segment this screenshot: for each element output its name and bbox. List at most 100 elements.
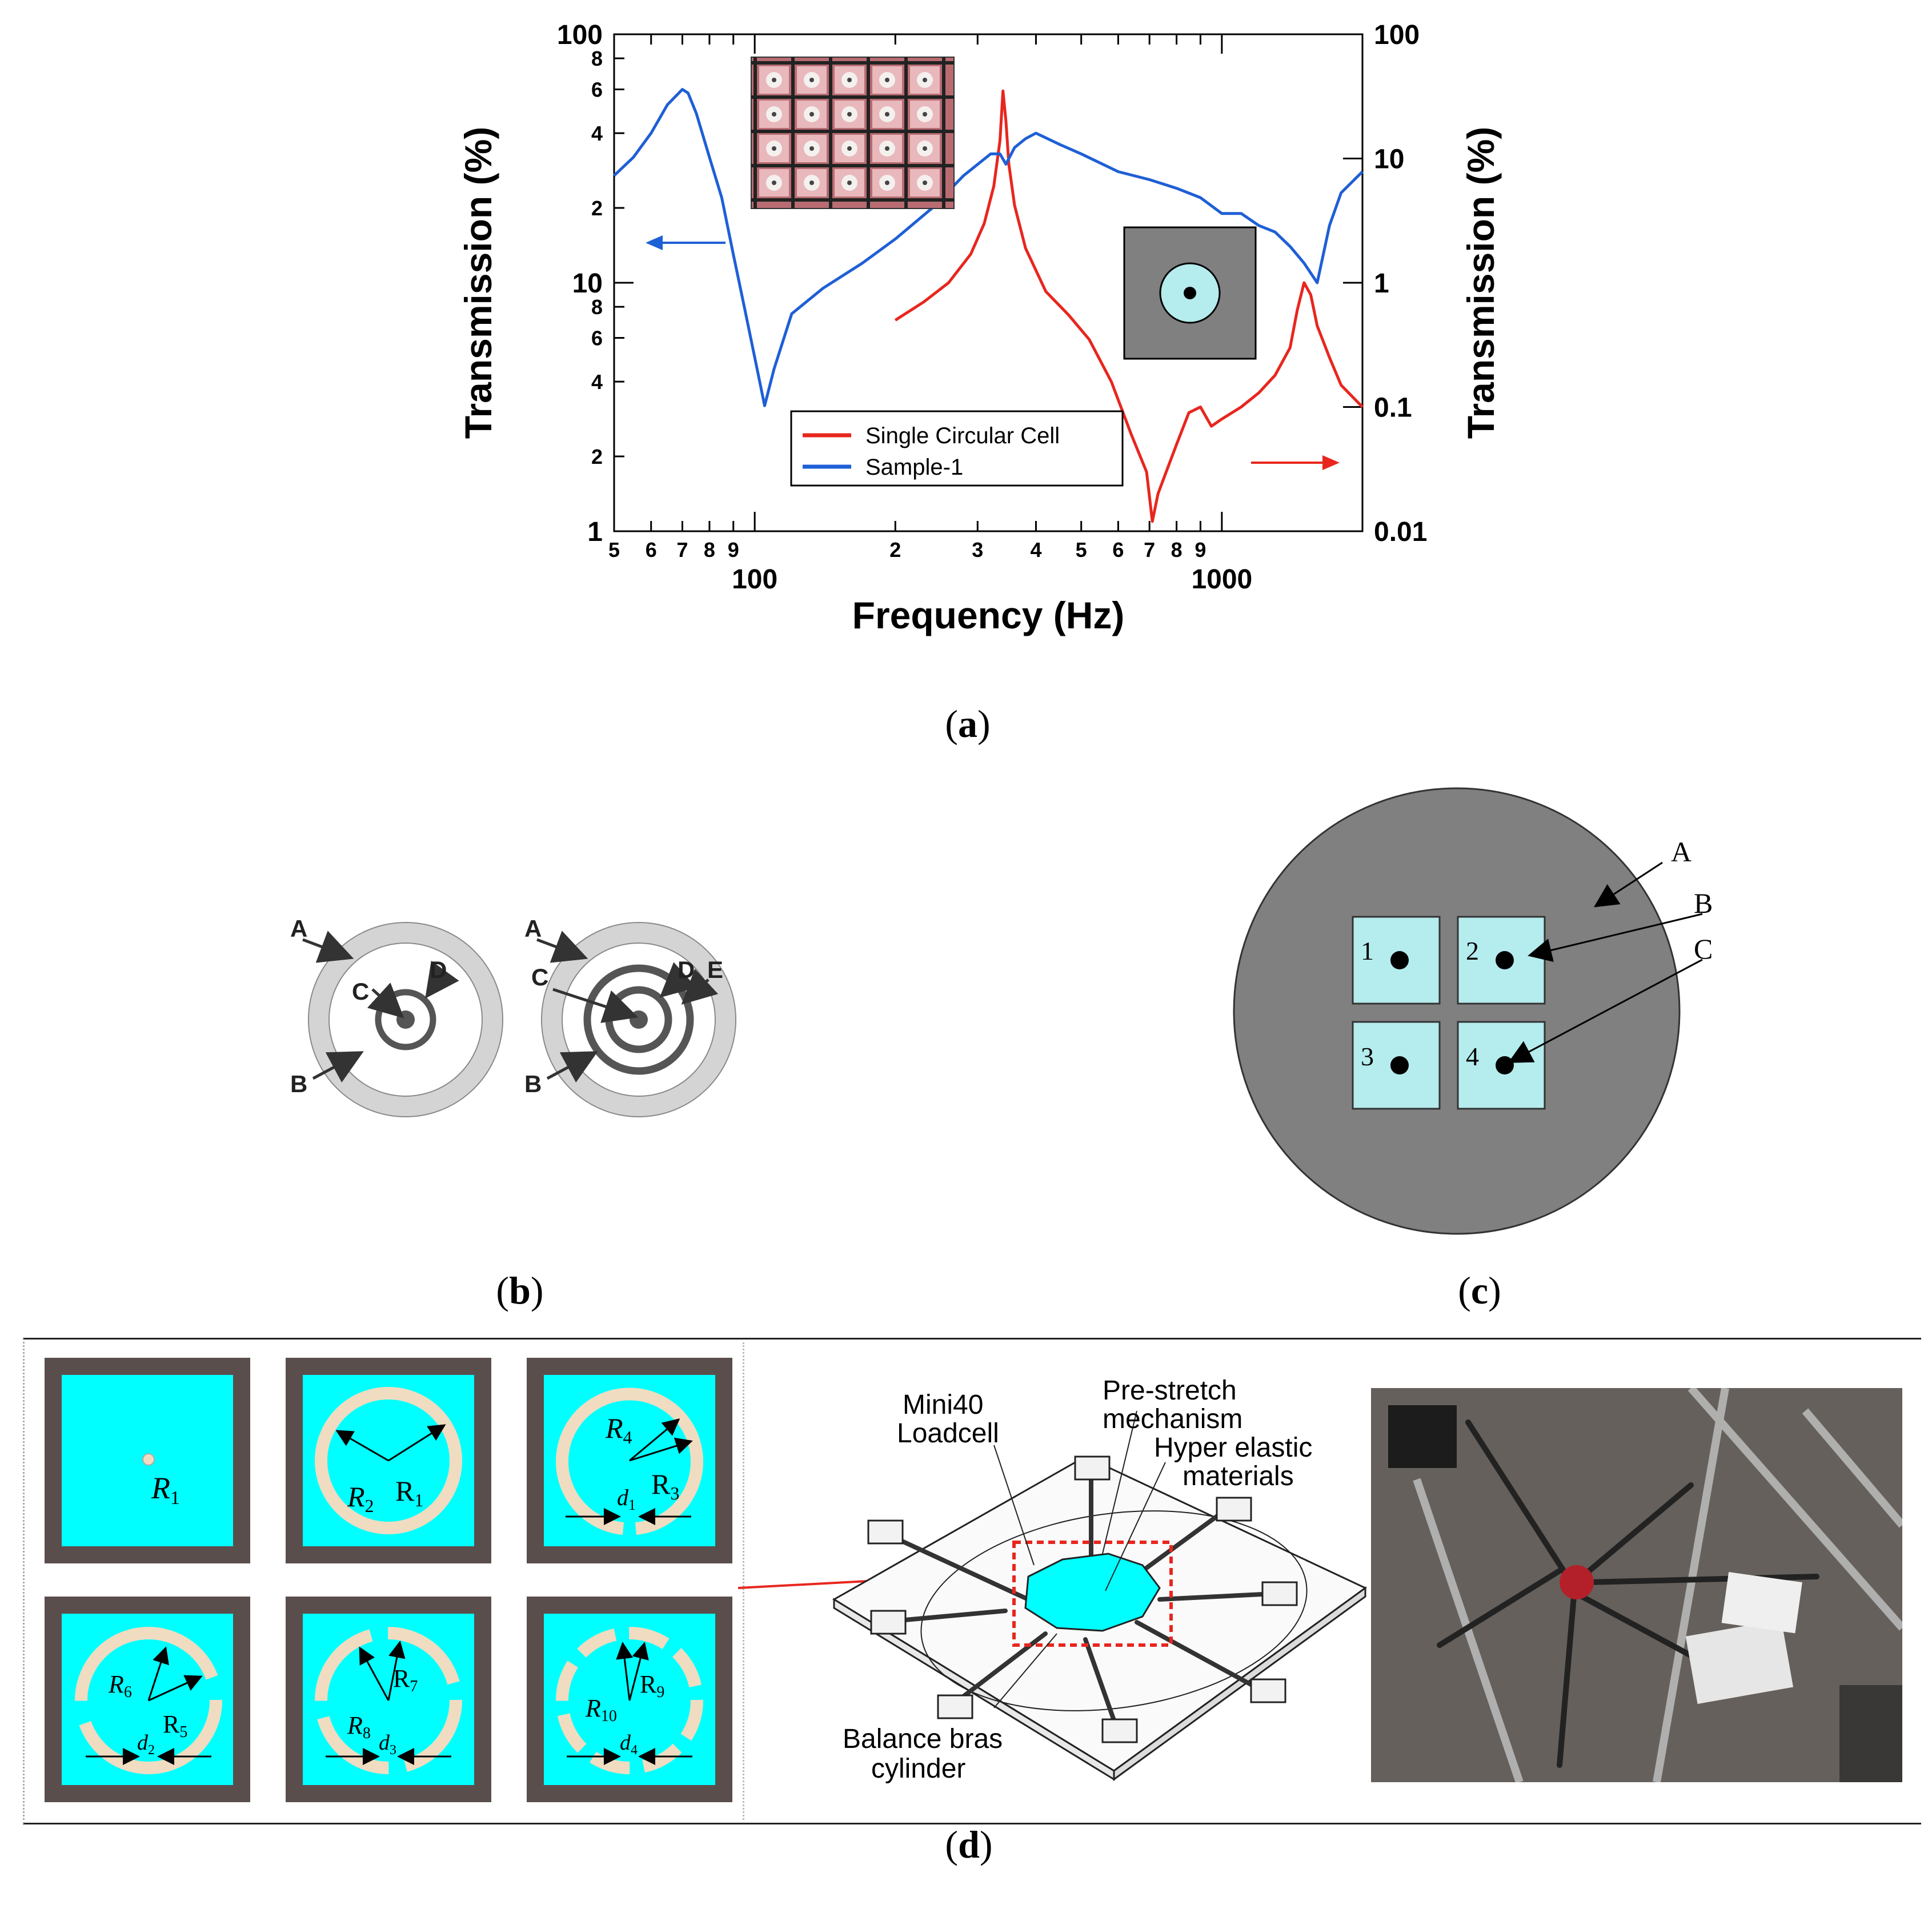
- data-point: [1362, 171, 1363, 172]
- left-minor-tick-label: 2: [591, 445, 603, 468]
- data-point: [1025, 138, 1026, 139]
- label-prestretch: Pre-stretch: [1103, 1375, 1237, 1406]
- left-minor-tick-label: 8: [591, 295, 603, 319]
- left-major-tick-label: 100: [557, 20, 603, 50]
- inset-photo-dot: [885, 181, 889, 185]
- unit-cell-r1: R1: [45, 1358, 250, 1563]
- right-major-tick-label: 1: [1374, 268, 1389, 299]
- ring1-label-b: B: [290, 1070, 307, 1097]
- inset-photo-dot: [923, 78, 927, 82]
- cell-3: 3: [1352, 1021, 1441, 1110]
- ring2-label-d: D: [678, 956, 695, 983]
- data-point: [1131, 434, 1132, 435]
- inset-photo-dot: [885, 78, 889, 82]
- x-axis-title: Frequency (Hz): [852, 594, 1125, 636]
- unit-cell-split-ring-2: R6 R5 d2: [45, 1597, 250, 1802]
- inset-photo-dot: [772, 78, 776, 82]
- ring1-label-d: D: [430, 956, 447, 983]
- host-plate: [1233, 787, 1681, 1235]
- svg-text:R1: R1: [151, 1471, 180, 1509]
- apparatus-drawing: Mini40 Loadcell Pre-stretch mechanism Hy…: [832, 1375, 1367, 1784]
- x-minor-tick-label: 8: [704, 538, 715, 562]
- inset-photo-dot: [809, 112, 814, 117]
- ring2-label-e: E: [707, 956, 723, 983]
- inset-photo-dot: [809, 146, 814, 151]
- unit-cell-split-ring-8: R10 R9 d4: [527, 1597, 732, 1802]
- inset-photo-dot: [923, 146, 927, 151]
- plate-label-c: C: [1694, 933, 1713, 965]
- x-minor-tick-label: 9: [1195, 538, 1206, 562]
- svg-text:d3: d3: [379, 1731, 396, 1758]
- panel-d-label: (d): [945, 1823, 993, 1866]
- x-minor-tick-label: 6: [1112, 538, 1124, 562]
- svg-text:R4: R4: [605, 1412, 632, 1447]
- x-minor-tick-label: 7: [1144, 538, 1155, 562]
- ring2-label-a: A: [524, 915, 542, 942]
- data-point: [1005, 121, 1007, 122]
- panel-c-label: (c): [1458, 1269, 1501, 1312]
- plate-label-b: B: [1694, 887, 1713, 919]
- data-point: [1329, 357, 1330, 358]
- left-axis-arrowhead: [646, 235, 663, 250]
- legend-box: [790, 410, 1124, 487]
- data-point: [1152, 521, 1153, 522]
- left-major-tick-label: 1: [587, 517, 603, 547]
- label-balance-bras: Balance bras: [843, 1724, 1003, 1754]
- actuator-blocks: [867, 1455, 1298, 1743]
- x-minor-tick-label: 6: [646, 538, 657, 562]
- ring2-label-b: B: [524, 1070, 542, 1097]
- svg-text:R9: R9: [640, 1670, 664, 1701]
- data-point: [773, 368, 775, 370]
- cell-2: 2: [1457, 916, 1546, 1005]
- cell-4: 4: [1457, 1021, 1546, 1110]
- svg-text:d4: d4: [620, 1731, 638, 1758]
- ring-resonator-single: A B C D: [290, 915, 503, 1117]
- data-point: [1221, 213, 1222, 214]
- svg-text:d1: d1: [617, 1485, 636, 1513]
- hyperelastic-sample: [1024, 1553, 1161, 1632]
- inset-photo-dot: [847, 146, 852, 151]
- left-minor-tick-label: 6: [591, 78, 603, 102]
- svg-text:R2: R2: [347, 1481, 374, 1516]
- inset-photo-dot: [923, 112, 927, 117]
- panel-b-label: (b): [496, 1269, 544, 1312]
- left-minor-tick-label: 6: [591, 327, 603, 350]
- panel-d-frame: [23, 1338, 1921, 1824]
- legend-label: Single Circular Cell: [865, 423, 1060, 448]
- apparatus-photo: [1371, 1388, 1902, 1782]
- cell-1: 1: [1352, 916, 1441, 1005]
- data-point: [633, 157, 634, 158]
- data-point: [1176, 188, 1177, 189]
- right-major-tick-label: 0.1: [1374, 393, 1412, 423]
- svg-text:R3: R3: [651, 1468, 679, 1503]
- data-point: [1258, 225, 1260, 226]
- left-minor-tick-label: 8: [591, 47, 603, 70]
- data-point: [1329, 225, 1330, 226]
- data-point: [682, 89, 683, 90]
- panel-d-divider: [743, 1342, 744, 1820]
- svg-text:R10: R10: [585, 1694, 617, 1725]
- right-major-tick-label: 10: [1374, 145, 1404, 175]
- data-point: [1211, 426, 1212, 427]
- panel-b-diagram: A B C D A B C D E: [290, 915, 736, 1117]
- legend-label: Sample-1: [865, 455, 963, 480]
- panel-a-label: (a): [945, 702, 991, 745]
- svg-text:R7: R7: [393, 1665, 418, 1695]
- inset-unit-cell-mass: [1184, 287, 1196, 299]
- svg-text:R8: R8: [347, 1711, 371, 1742]
- unit-cell-split-ring-4: R8 R7 d3: [286, 1597, 491, 1802]
- inset-photo-dot: [847, 78, 852, 82]
- plate-label-a: A: [1671, 836, 1691, 868]
- inset-photo-dot: [772, 181, 776, 185]
- inset-photo-dot: [809, 78, 814, 82]
- right-major-tick-label: 0.01: [1374, 517, 1427, 547]
- svg-text:3: 3: [1361, 1042, 1374, 1071]
- label-mechanism: mechanism: [1103, 1404, 1242, 1434]
- inset-photo-dot: [885, 112, 889, 117]
- label-cylinder: cylinder: [871, 1754, 965, 1784]
- inset-photo-dot: [847, 181, 852, 185]
- unit-cell-split-ring-1: R4 R3 d1: [527, 1358, 732, 1563]
- left-minor-tick-label: 4: [591, 370, 603, 394]
- inset-photo-dot: [847, 112, 852, 117]
